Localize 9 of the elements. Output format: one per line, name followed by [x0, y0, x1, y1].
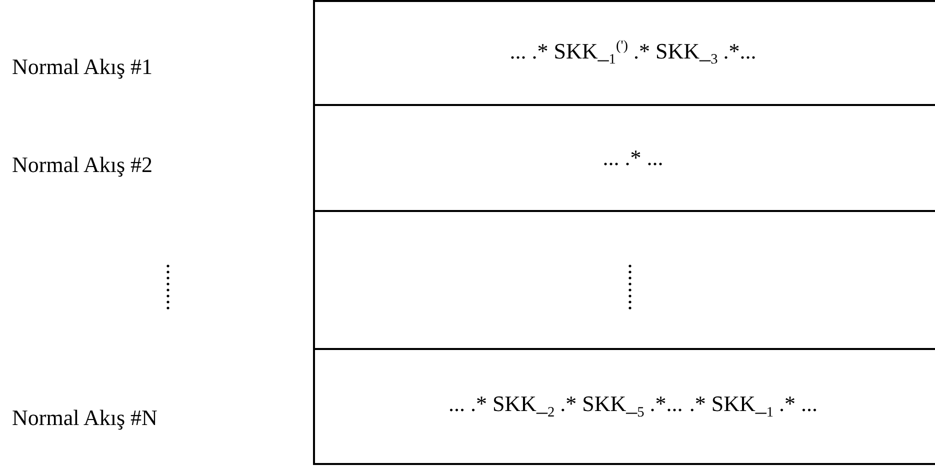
table-cell [313, 0, 935, 106]
row-label: Normal Akış #2 [12, 152, 153, 178]
table-cell [313, 348, 935, 465]
pattern-text: ... .* ... [602, 145, 664, 171]
pattern-text: ... .* SKK_$_{2}$ .* SKK_$_{5}$ .*... [448, 391, 683, 422]
row-label: Normal Akış #N [12, 405, 158, 431]
pattern-text: .* SKK_$_{1}$ .* ... [689, 391, 818, 422]
pattern-text: ... .* SKK_$_{1}$$^{(')}$ .* SKK_$_{3}$ .*... [510, 38, 756, 68]
row-label: Normal Akış #1 [12, 54, 153, 80]
